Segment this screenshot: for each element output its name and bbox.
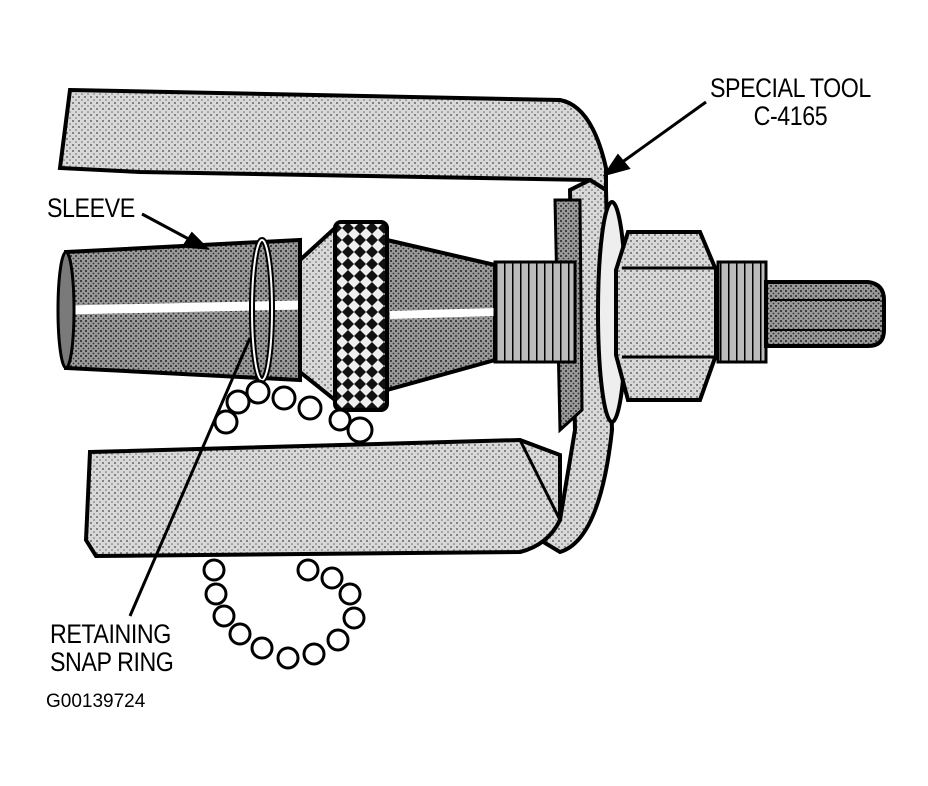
label-retaining-snap-ring: RETAINING SNAP RING — [50, 619, 174, 678]
leader-lines — [128, 100, 707, 617]
tool-frame-lower-arm — [83, 437, 562, 559]
label-special-tool-line2: C-4165 — [753, 101, 828, 132]
label-retaining-line1: RETAINING — [50, 619, 171, 649]
knurled-nut — [298, 220, 497, 412]
hex-drive-end — [764, 280, 886, 348]
hex-nut — [596, 200, 718, 424]
bead-chain — [202, 379, 374, 670]
retaining-snap-ring — [249, 237, 275, 383]
label-special-tool: SPECIAL TOOL C-4165 — [710, 74, 871, 131]
tool-frame-upper-arm — [57, 87, 608, 194]
label-special-tool-line1: SPECIAL TOOL — [710, 73, 871, 103]
label-retaining-line2: SNAP RING — [50, 647, 174, 678]
figure-id: G00139724 — [46, 691, 146, 712]
threaded-screw — [493, 260, 768, 364]
label-sleeve: SLEEVE — [47, 193, 135, 223]
sleeve-cylinder — [56, 237, 302, 383]
